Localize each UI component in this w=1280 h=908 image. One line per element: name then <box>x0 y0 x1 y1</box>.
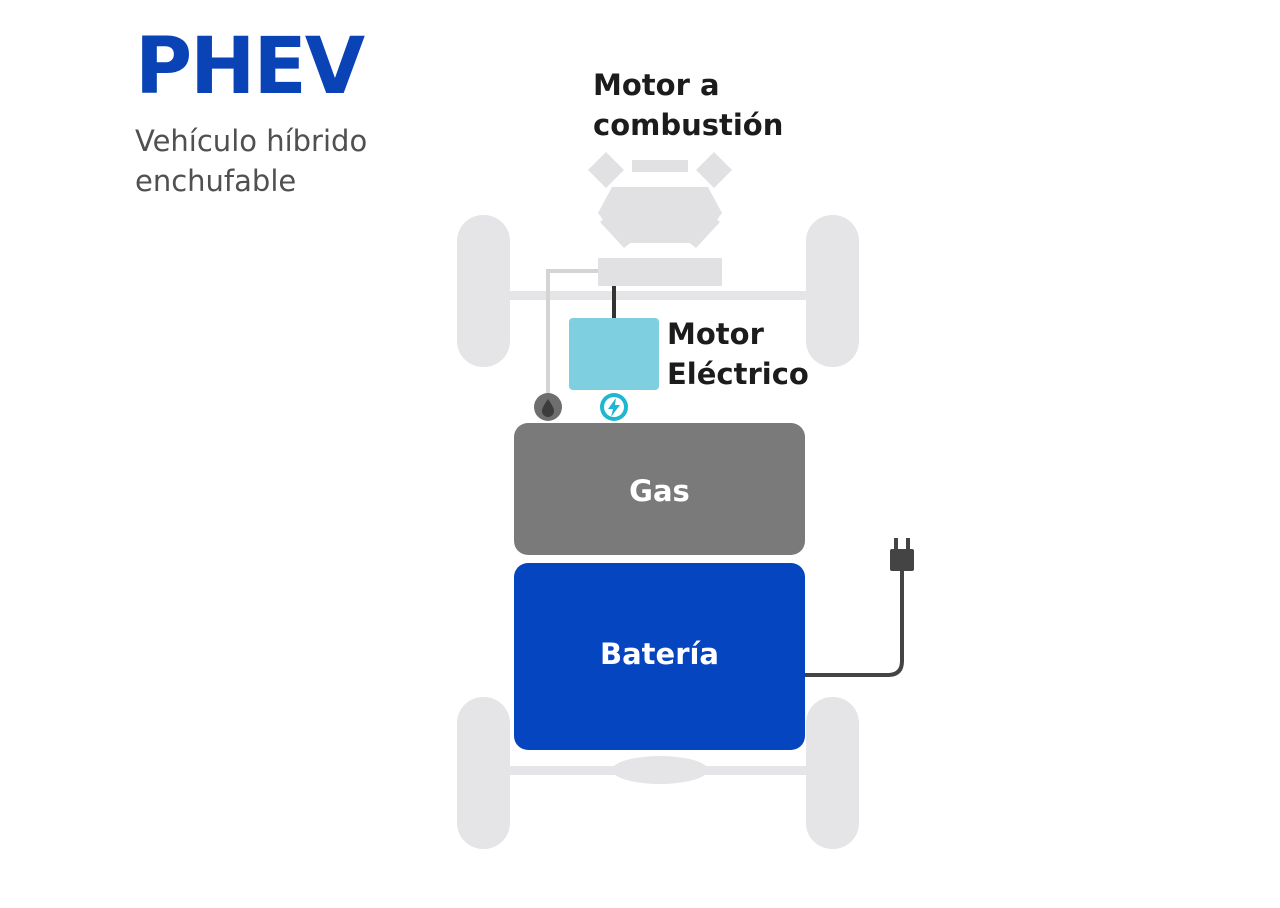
wheel-rear-right <box>806 697 859 849</box>
battery-box <box>514 563 805 750</box>
subtitle-line-2: enchufable <box>135 164 297 198</box>
combustion-engine-icon <box>588 152 732 286</box>
fuel-drop-icon <box>534 393 562 421</box>
electric-motor-box <box>569 318 659 390</box>
fuel-line <box>546 269 598 398</box>
combustion-engine-label: Motor a combustión <box>593 65 783 145</box>
electric-label-line-1: Motor <box>667 317 764 351</box>
gas-tank-box <box>514 423 805 555</box>
page-subtitle: Vehículo híbrido enchufable <box>135 121 435 201</box>
electric-motor-label: Motor Eléctrico <box>667 314 809 394</box>
charging-cable <box>805 570 904 677</box>
combustion-label-line-2: combustión <box>593 108 784 142</box>
subtitle-line-1: Vehículo híbrido <box>135 124 368 158</box>
lightning-bolt-icon <box>600 393 628 421</box>
electric-label-line-2: Eléctrico <box>667 357 809 391</box>
page-title: PHEV <box>135 22 365 112</box>
front-axle <box>505 291 815 300</box>
wheel-front-right <box>806 215 859 367</box>
rear-differential <box>612 756 708 784</box>
gas-label: Gas <box>629 474 690 508</box>
wheel-rear-left <box>457 697 510 849</box>
battery-label: Batería <box>599 637 720 671</box>
wheel-front-left <box>457 215 510 367</box>
combustion-label-line-1: Motor a <box>593 68 720 102</box>
drive-shaft <box>612 286 616 320</box>
plug-icon <box>890 538 914 571</box>
chassis <box>457 215 859 849</box>
